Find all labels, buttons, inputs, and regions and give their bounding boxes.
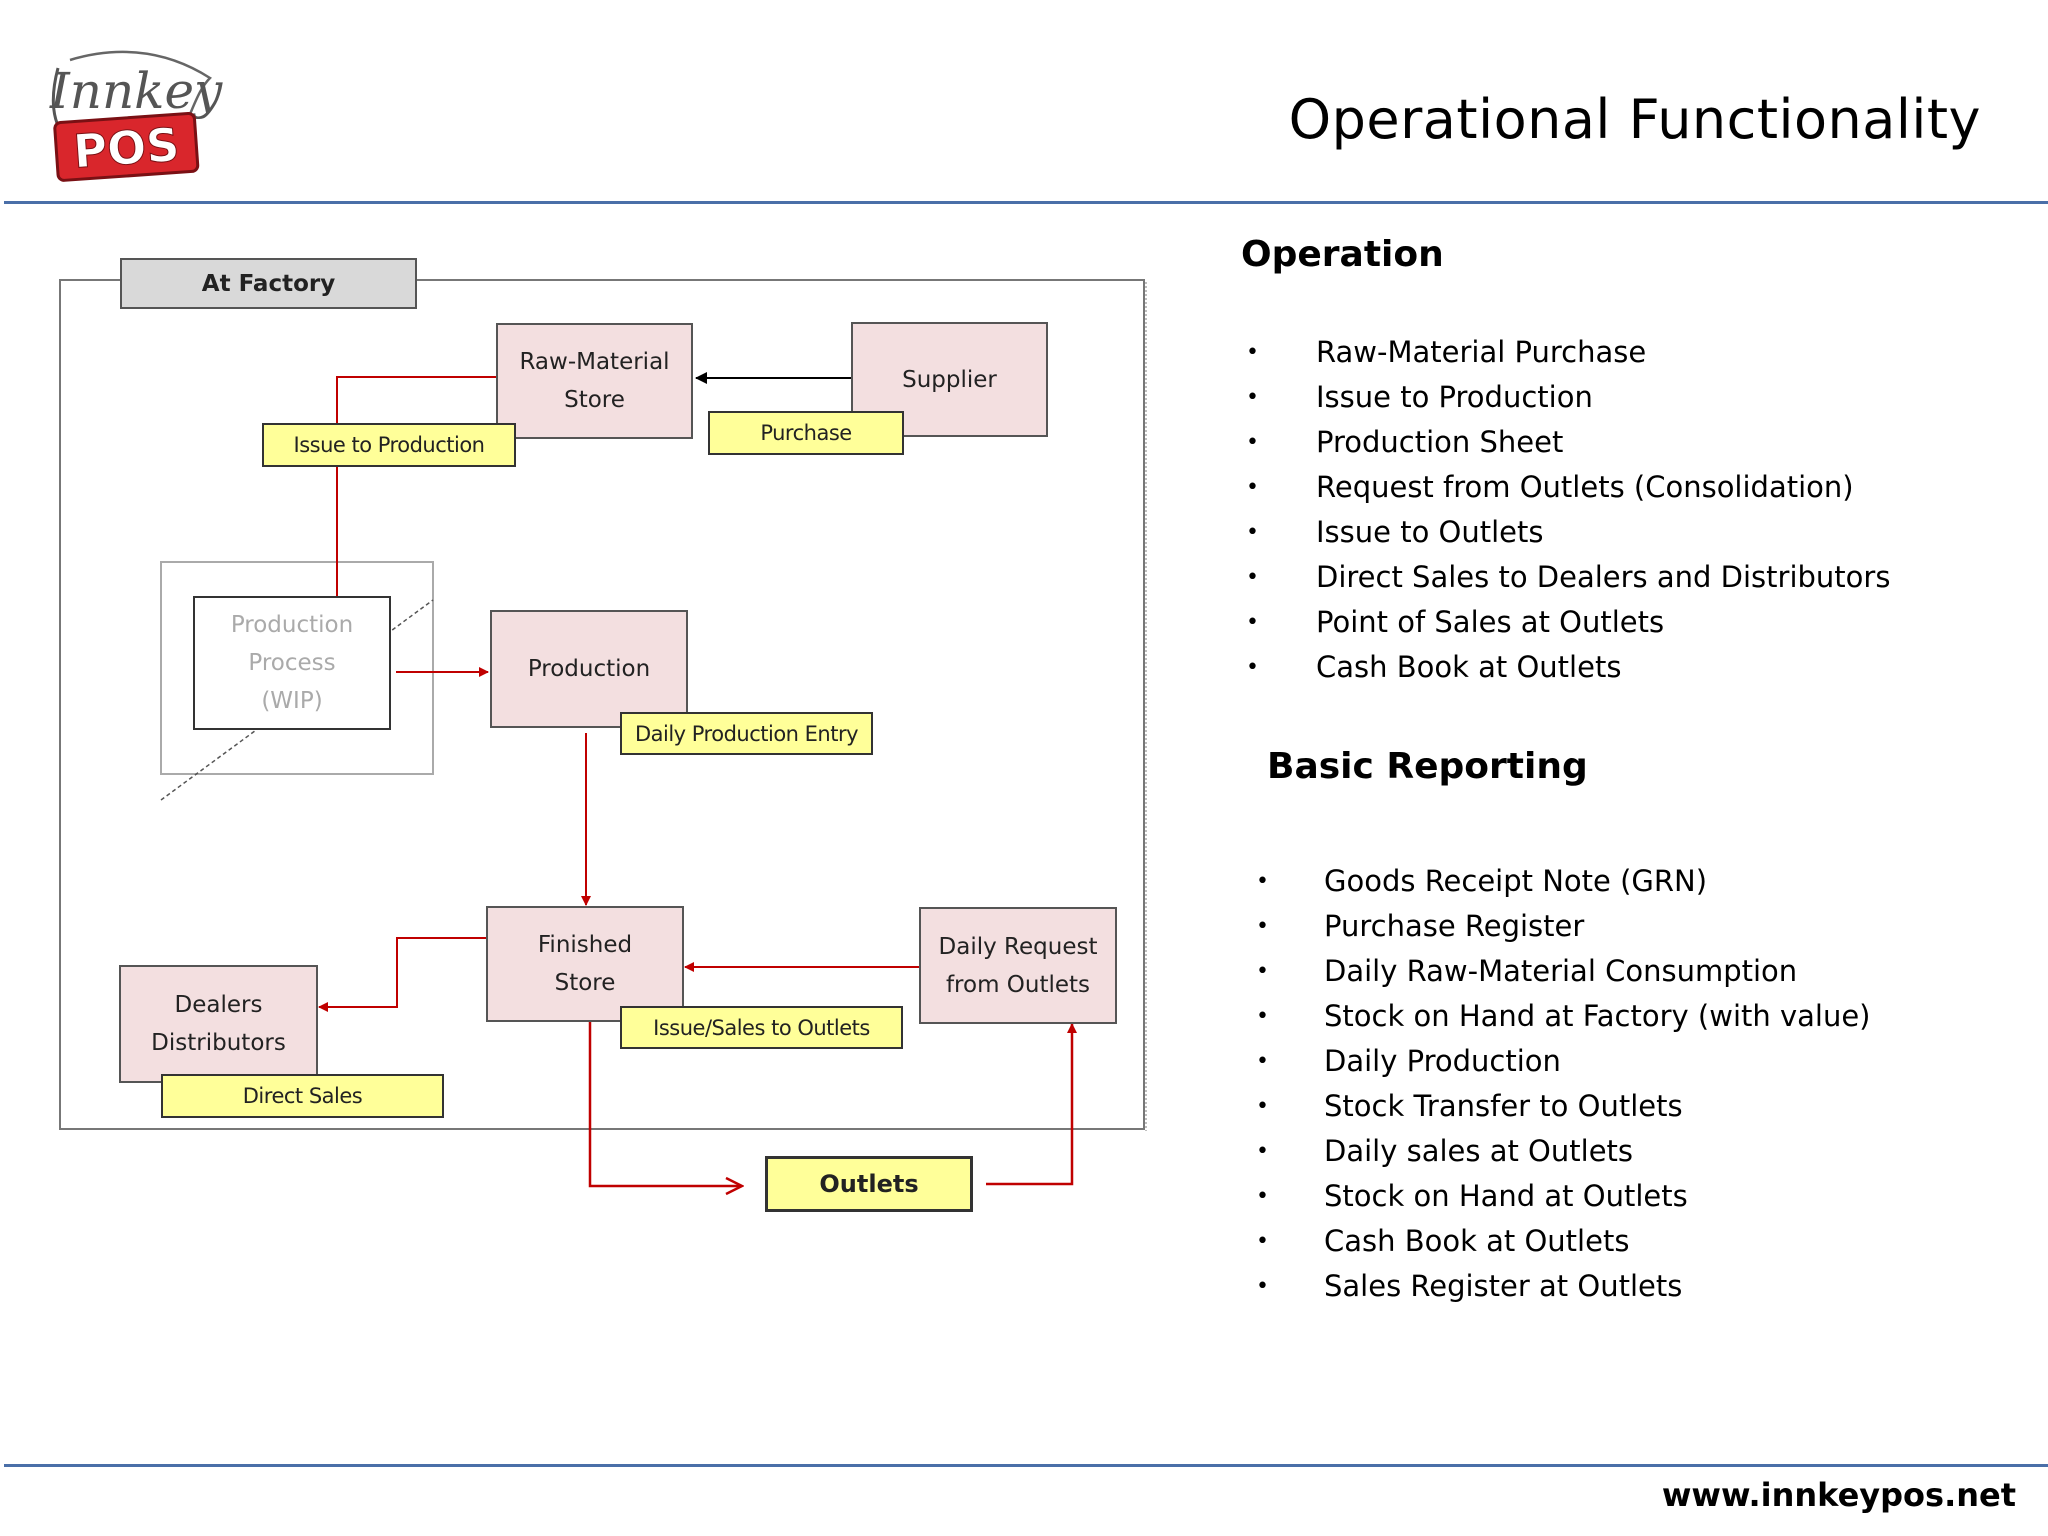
production-node: Production xyxy=(490,610,688,728)
website-url[interactable]: www.innkeypos.net xyxy=(1661,1476,2016,1514)
page-title: Operational Functionality xyxy=(1288,88,1981,151)
outlets-node: Outlets xyxy=(765,1156,973,1212)
issue-to-production-label: Issue to Production xyxy=(262,423,516,467)
bullet-icon: • xyxy=(1246,340,1259,365)
logo-graphic: Innkey POS xyxy=(49,50,223,182)
raw-material-store-node: Raw-Material Store xyxy=(496,323,693,439)
bullet-icon: • xyxy=(1246,610,1259,635)
dealers-distributors-node: Dealers Distributors xyxy=(119,965,318,1083)
bullet-icon: • xyxy=(1256,869,1269,894)
bullet-icon: • xyxy=(1256,1229,1269,1254)
bullet-icon: • xyxy=(1246,430,1259,455)
bullet-icon: • xyxy=(1246,520,1259,545)
daily-request-node: Daily Request from Outlets xyxy=(919,907,1117,1024)
arrow-outlets-to-request xyxy=(986,1023,1077,1186)
bullet-icon: • xyxy=(1246,655,1259,680)
issue-sales-to-outlets-label: Issue/Sales to Outlets xyxy=(620,1006,903,1049)
factory-frame xyxy=(59,279,1145,1130)
bullet-icon: • xyxy=(1246,565,1259,590)
bullet-icon: • xyxy=(1256,1274,1269,1299)
arrow-raw-store-to-wip xyxy=(332,376,496,653)
arrow-finished-to-dealers xyxy=(318,937,486,1012)
wip-outer-box xyxy=(160,561,434,775)
process-flow-diagram: At Factory Raw-Material Store Supplier P… xyxy=(0,0,1180,1250)
footer-divider xyxy=(4,1464,2048,1467)
innkey-pos-logo: Innkey POS xyxy=(40,38,230,188)
logo-script-text: Innkey xyxy=(49,62,223,120)
daily-production-entry-label: Daily Production Entry xyxy=(620,712,873,755)
purchase-label: Purchase xyxy=(708,411,904,455)
basic-reporting-heading: Basic Reporting xyxy=(1267,746,1588,787)
header-divider xyxy=(4,201,2048,204)
bullet-icon: • xyxy=(1256,1049,1269,1074)
bullet-icon: • xyxy=(1246,385,1259,410)
bullet-icon: • xyxy=(1256,914,1269,939)
bullet-icon: • xyxy=(1256,959,1269,984)
direct-sales-label: Direct Sales xyxy=(161,1074,444,1118)
at-factory-label: At Factory xyxy=(120,258,417,309)
bullet-icon: • xyxy=(1246,475,1259,500)
bullet-icon: • xyxy=(1256,1139,1269,1164)
diagram-connectors xyxy=(59,279,1147,1250)
operation-heading: Operation xyxy=(1241,234,1444,275)
bullet-icon: • xyxy=(1256,1094,1269,1119)
bullet-icon: • xyxy=(1256,1004,1269,1029)
production-process-wip-node: Production Process (WIP) xyxy=(193,596,391,730)
finished-store-node: Finished Store xyxy=(486,906,684,1022)
arrow-finished-to-outlets xyxy=(588,1022,742,1186)
bullet-icon: • xyxy=(1256,1184,1269,1209)
logo-badge-text: POS xyxy=(72,117,181,178)
